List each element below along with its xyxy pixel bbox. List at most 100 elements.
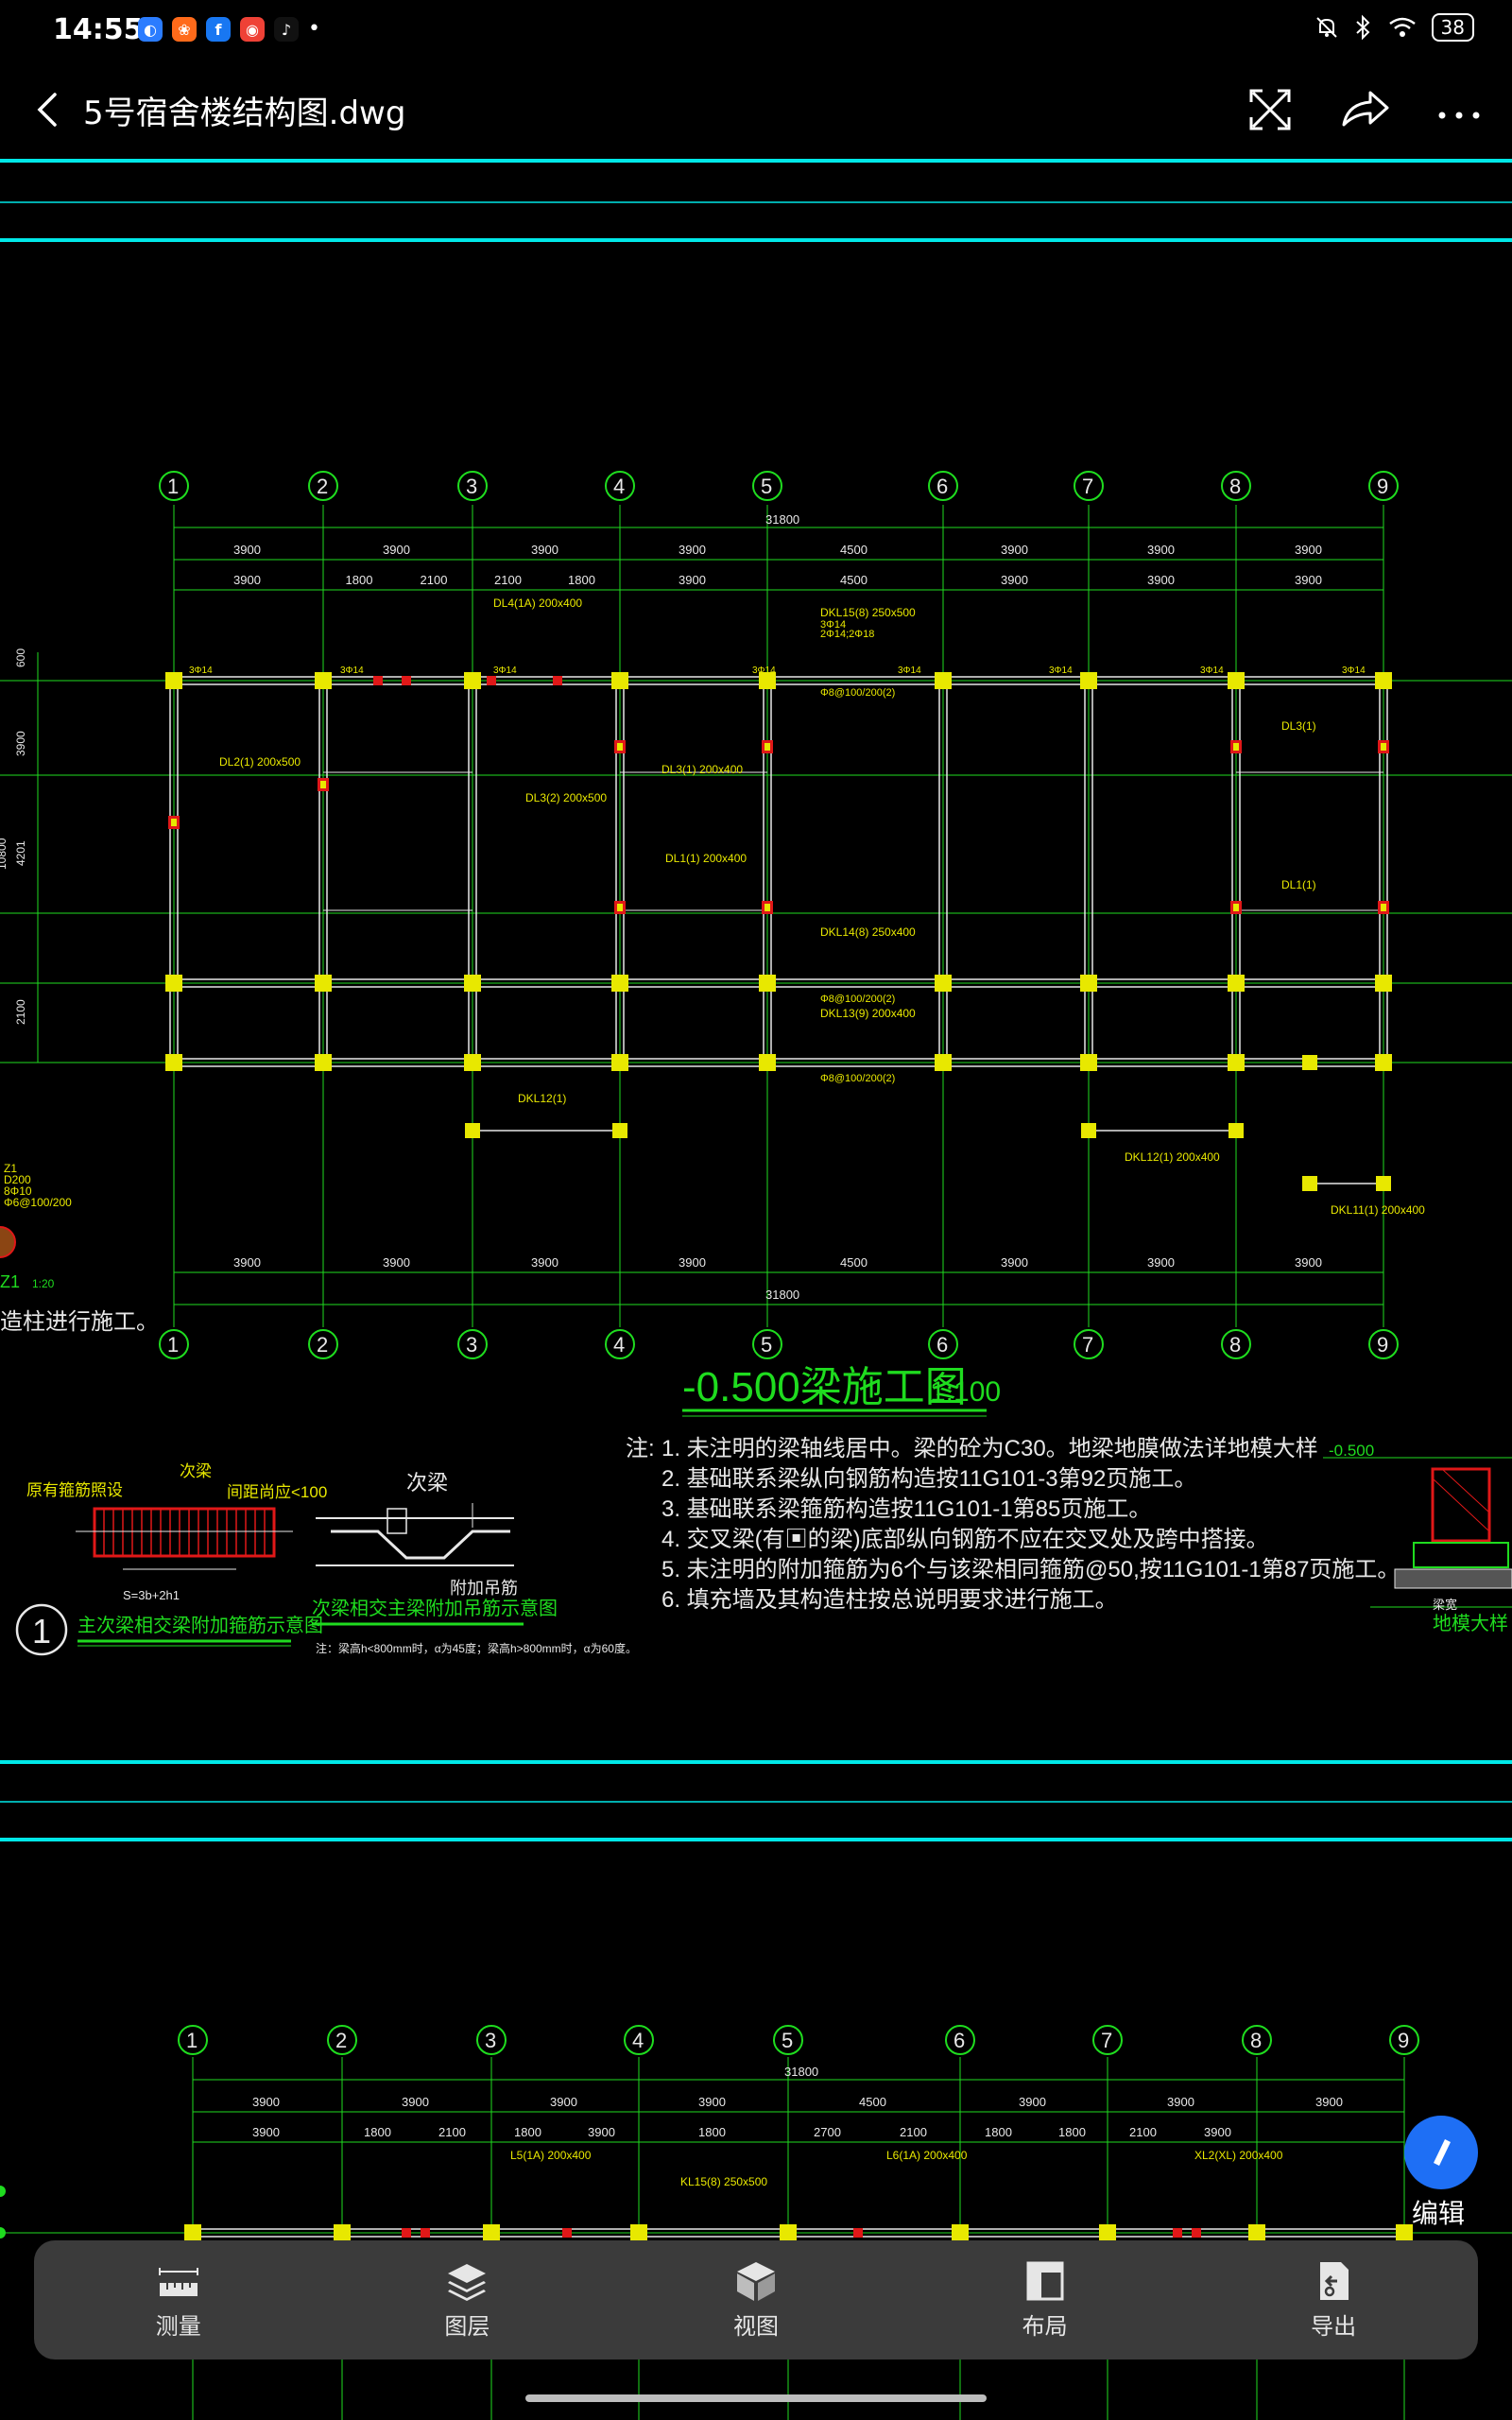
span-dimension: 3900 [1295,1255,1322,1270]
axis-label: 1 [186,2029,198,2052]
axis-label: 5 [761,1333,772,1357]
rebar-label: 3Φ14 [1200,666,1224,676]
constructional-column [1173,2228,1182,2238]
fullscreen-button[interactable] [1242,83,1298,136]
span-dimension: 2100 [421,573,448,587]
span-dimension: 3900 [383,1255,410,1270]
beam-label: DKL13(9) 200x400 [820,1007,916,1020]
axis-bubble [1242,2025,1272,2055]
span-dimension: 1800 [985,2125,1012,2139]
layout-button[interactable]: 布局 [901,2240,1190,2360]
layout-icon [1026,2261,1064,2300]
beam-label: DKL11(1) 200x400 [1331,1203,1425,1217]
span-dimension: 3900 [1147,543,1175,557]
detail-2-note: 注：梁高h<800mm时，α为45度；梁高h>800mm时，α为60度。 [316,1641,637,1655]
span-dimension: 3900 [698,2095,726,2109]
app-icon-blue: ◐ [138,17,163,42]
axis-bubble [159,471,189,501]
axis-bubble [308,1329,338,1359]
span-dimension: 4500 [859,2095,886,2109]
axis-label: 7 [1082,1333,1093,1357]
axis-label: 1 [167,1333,179,1357]
axis-label: 2 [317,1333,328,1357]
beam-label: DL1(1) 200x400 [665,852,747,865]
detail-1-drawing [76,1507,293,1570]
axis-bubble [605,471,635,501]
span-dimension: 2100 [438,2125,466,2139]
column [611,975,628,992]
constructional-column [487,676,496,685]
layers-button[interactable]: 图层 [323,2240,612,2360]
home-indicator[interactable] [525,2394,987,2402]
rebar-label: Φ8@100/200(2) [820,1073,895,1084]
column [1080,975,1097,992]
edit-label: 编辑 [1412,2198,1466,2229]
span-dimension: 2100 [900,2125,927,2139]
detail-2-label: 次梁 [406,1471,448,1495]
column [1099,2224,1116,2241]
constructional-column [553,676,562,685]
notes-prefix: 注: [626,1436,655,1461]
cad-drawing-canvas[interactable]: 1122334455667788993180039003900390039003… [0,159,1512,2420]
span-dimension: 3900 [1167,2095,1194,2109]
column [1375,672,1392,689]
view-button[interactable]: 视图 [611,2240,901,2360]
app-icon-red: ◉ [240,17,265,42]
column [165,1054,182,1071]
export-label: 导出 [1311,2312,1357,2340]
status-right: 38 [1314,13,1474,42]
export-button[interactable]: 导出 [1189,2240,1478,2360]
span-dimension: 3900 [531,1255,558,1270]
edit-button[interactable] [1404,2116,1478,2189]
span-dimension: 3900 [233,543,261,557]
back-button[interactable] [26,83,74,136]
edge-marker [0,2186,6,2197]
axis-bubble [605,1329,635,1359]
constructional-column [402,2228,411,2238]
column [780,2224,797,2241]
chevron-left-icon [37,93,57,127]
span-dimension: 3900 [550,2095,577,2109]
expand-icon [1249,89,1291,130]
detail-1-title: 主次梁相交梁附加箍筋示意图 [77,1615,323,1636]
share-button[interactable] [1336,83,1393,136]
span-dimension: 1800 [1058,2125,1086,2139]
axis-bubble [476,2025,507,2055]
span-dimension: 3900 [1295,573,1322,587]
section-scale: 1:100 [930,1376,1001,1408]
constructional-column [1233,743,1239,751]
axis-bubble [1368,471,1399,501]
span-dimension: 3900 [233,1255,261,1270]
measure-button[interactable]: 测量 [34,2240,323,2360]
detail-2-label: 附加吊筋 [450,1579,518,1598]
beam-label: XL2(XL) 200x400 [1194,2149,1283,2162]
left-dimension: 10800 [0,838,9,870]
left-dimension: 2100 [14,999,27,1025]
view-label: 视图 [732,2312,779,2340]
detail-1-label: 原有箍筋照设 [26,1481,123,1499]
axis-label: 7 [1101,2029,1112,2052]
span-dimension: 3900 [679,1255,706,1270]
column [464,672,481,689]
axis-label: 5 [782,2029,793,2052]
app-icon-fb: f [206,17,231,42]
column [464,1054,481,1071]
beam-width-label: 梁宽 [1433,1598,1457,1612]
axis-label: 4 [613,1333,625,1357]
detail-marker-circle [15,1603,68,1656]
axis-bubble [1074,471,1104,501]
span-dimension: 3900 [588,2125,615,2139]
detail-1-label: 次梁 [180,1462,212,1480]
column [315,1054,332,1071]
span-dimension: 3900 [1001,543,1028,557]
span-dimension: 3900 [1001,1255,1028,1270]
top-app-bar: 5号宿舍楼结构图.dwg [0,60,1512,159]
rebar-label: 3Φ14 [1049,666,1073,676]
layers-icon [448,2263,487,2301]
mute-bell-icon [1315,17,1337,38]
span-dimension: 1800 [698,2125,726,2139]
constructional-column [765,743,770,751]
column [1228,975,1245,992]
more-options-button[interactable] [1431,83,1487,136]
